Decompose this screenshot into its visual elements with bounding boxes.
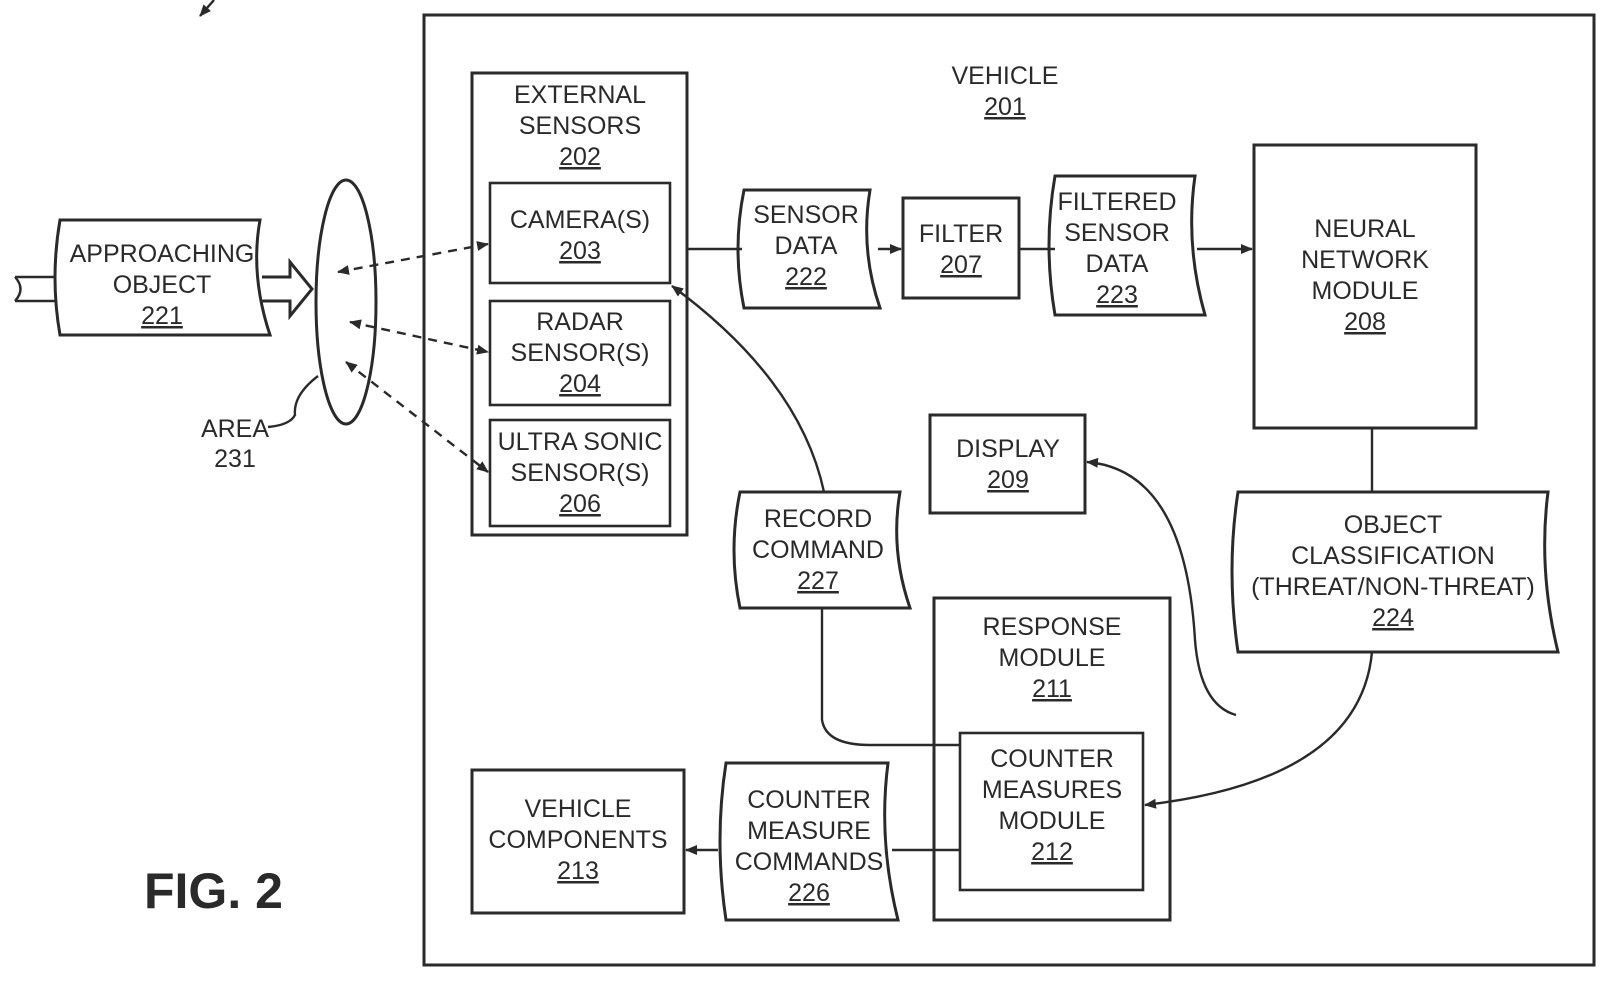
filter-ref: 207 (940, 251, 982, 279)
counter-measure-commands-label-1: COUNTER (747, 786, 871, 814)
filtered-sensor-data-shape: FILTERED SENSOR DATA 223 (1047, 174, 1207, 317)
counter-measures-module-label-3: MODULE (999, 807, 1106, 835)
vehicle-components-label-1: VEHICLE (525, 795, 632, 823)
counter-measure-commands-shape: COUNTER MEASURE COMMANDS 226 (718, 761, 900, 922)
camera-ref: 203 (559, 237, 601, 265)
vehicle-components-box: VEHICLE COMPONENTS 213 (470, 768, 686, 915)
display-label: DISPLAY (956, 435, 1060, 463)
counter-measures-module-label-1: COUNTER (990, 745, 1114, 773)
approaching-object-label-2: OBJECT (113, 271, 212, 299)
display-ref: 209 (987, 466, 1029, 494)
record-command-label-1: RECORD (764, 505, 872, 533)
record-command-label-2: COMMAND (752, 536, 884, 564)
object-classification-label-1: OBJECT (1344, 511, 1443, 539)
counter-measures-module-label-2: MEASURES (982, 776, 1122, 804)
radar-label-1: RADAR (536, 308, 624, 336)
object-classification-ref: 224 (1372, 604, 1414, 632)
response-module-ref: 211 (1032, 675, 1072, 703)
external-sensors-ref: 202 (559, 143, 601, 171)
sensor-data-shape: SENSOR DATA 222 (736, 188, 883, 310)
object-classification-label-3: (THREAT/NON-THREAT) (1251, 573, 1535, 601)
ultrasonic-box: ULTRA SONIC SENSOR(S) 206 (488, 418, 672, 528)
neural-network-label-1: NEURAL (1314, 215, 1416, 243)
record-command-shape: RECORD COMMAND 227 (732, 490, 913, 610)
filter-label: FILTER (919, 220, 1003, 248)
connectors (671, 244, 1374, 855)
approaching-object-label-1: APPROACHING (70, 240, 255, 268)
filtered-sensor-data-ref: 223 (1096, 281, 1138, 309)
neural-network-label-2: NETWORK (1301, 246, 1429, 274)
filtered-sensor-data-label-2: SENSOR (1064, 219, 1170, 247)
object-classification-label-2: CLASSIFICATION (1291, 542, 1495, 570)
camera-box: CAMERA(S) 203 (488, 181, 672, 285)
approach-arrow (262, 257, 314, 321)
vehicle-components-label-2: COMPONENTS (488, 826, 667, 854)
ultrasonic-label-1: ULTRA SONIC (498, 428, 663, 456)
counter-measures-module-box: COUNTER MEASURES MODULE 212 (958, 731, 1145, 892)
sensor-data-label-1: SENSOR (753, 201, 859, 229)
neural-network-label-3: MODULE (1312, 277, 1419, 305)
sensing-arrows (337, 241, 489, 473)
radar-box: RADAR SENSOR(S) 204 (488, 299, 672, 407)
camera-label: CAMERA(S) (510, 206, 650, 234)
reference-arrow (199, 0, 215, 17)
approaching-object-ref: 221 (141, 302, 183, 330)
sensor-data-label-2: DATA (775, 232, 838, 260)
filtered-sensor-data-label-1: FILTERED (1058, 188, 1177, 216)
record-command-ref: 227 (797, 567, 839, 595)
filtered-sensor-data-label-3: DATA (1086, 250, 1149, 278)
neural-network-box: NEURAL NETWORK MODULE 208 (1252, 143, 1478, 430)
vehicle-components-ref: 213 (557, 857, 599, 885)
external-sensors-label-1: EXTERNAL (514, 81, 646, 109)
neural-network-ref: 208 (1344, 308, 1386, 336)
response-module-label-2: MODULE (999, 644, 1106, 672)
counter-measure-commands-label-3: COMMANDS (735, 848, 884, 876)
counter-measure-commands-label-2: MEASURE (747, 817, 871, 845)
sensor-data-ref: 222 (785, 263, 827, 291)
external-sensors-label-2: SENSORS (519, 112, 641, 140)
area-ref: 231 (214, 445, 256, 473)
figure-label: FIG. 2 (144, 863, 283, 919)
filter-box: FILTER 207 (901, 196, 1021, 300)
vehicle-ref: 201 (984, 93, 1026, 121)
ultrasonic-label-2: SENSOR(S) (511, 459, 650, 487)
area-label: AREA (201, 415, 269, 443)
counter-measures-module-ref: 212 (1031, 838, 1073, 866)
vehicle-label: VEHICLE (952, 62, 1059, 90)
radar-ref: 204 (559, 370, 601, 398)
approaching-object-shape: APPROACHING OBJECT 221 (14, 218, 273, 337)
display-box: DISPLAY 209 (928, 413, 1087, 515)
radar-label-2: SENSOR(S) (511, 339, 650, 367)
counter-measure-commands-ref: 226 (788, 879, 830, 907)
response-module-label-1: RESPONSE (983, 613, 1122, 641)
object-classification-shape: OBJECT CLASSIFICATION (THREAT/NON-THREAT… (1230, 490, 1560, 654)
ultrasonic-ref: 206 (559, 490, 601, 518)
